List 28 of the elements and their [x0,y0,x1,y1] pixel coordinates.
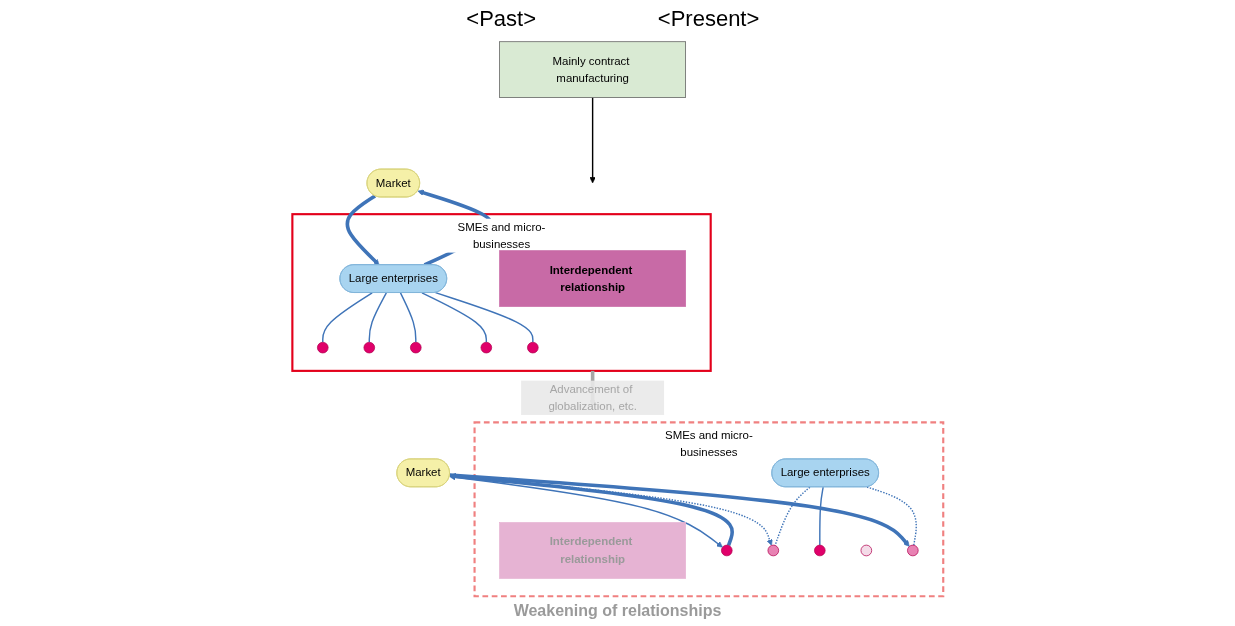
node-circle [409,341,422,354]
connector [866,486,917,546]
panel-heading: <Past> [466,6,537,32]
connector [399,292,417,343]
connector [321,292,373,343]
node-circle [526,341,539,354]
arrow [345,194,380,266]
node-circle [480,341,492,354]
arrow [589,96,596,184]
node-circle [720,544,733,557]
node-circle [767,544,779,557]
connector [420,292,487,343]
node-circle [316,341,329,354]
node-circle [860,544,872,557]
panel-heading: <Present> [657,6,760,32]
note-text: Weakening of relationships [513,602,722,620]
connector [434,291,534,343]
edge-label: Advancement of globalization, etc. [548,382,637,413]
node-circle [813,544,826,557]
connector [368,292,387,343]
node-box: Mainly contract manufacturing [498,41,686,98]
node-circle [906,544,919,557]
arrow [449,473,910,547]
node-box: Interdependent relationship [498,522,686,579]
node-box: Interdependent relationship [498,250,686,307]
node-circle [363,341,375,354]
connector [774,486,811,547]
connector [818,486,824,546]
